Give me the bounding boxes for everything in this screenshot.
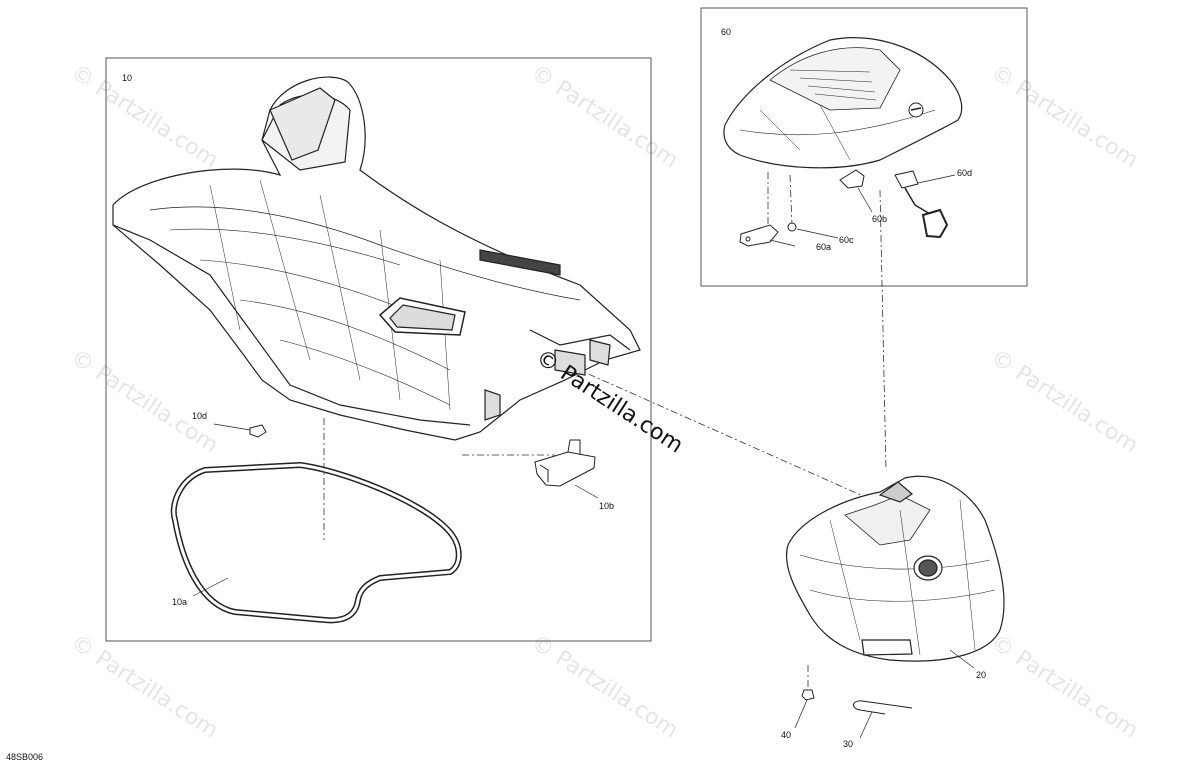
nut-60c-part xyxy=(787,222,839,239)
callout-60c: 60c xyxy=(839,235,854,245)
diagram-code: 48SB006 xyxy=(6,752,44,762)
gasket-10a-part xyxy=(170,461,462,624)
callout-10a: 10a xyxy=(172,597,188,607)
pin-30-part xyxy=(853,700,913,739)
callout-20: 20 xyxy=(976,670,987,680)
callout-60a: 60a xyxy=(816,242,832,252)
nut-40-part xyxy=(794,689,815,729)
storage-bin-part xyxy=(786,475,1005,669)
bracket-60b-part xyxy=(839,169,873,213)
callout-60b: 60b xyxy=(872,214,888,224)
callout-10d: 10d xyxy=(192,411,208,421)
callout-60: 60 xyxy=(721,27,732,37)
callout-10b: 10b xyxy=(599,501,615,511)
seat-assembly-frame xyxy=(105,57,652,642)
callout-40: 40 xyxy=(781,730,792,740)
plate-60a-part xyxy=(739,224,796,247)
callout-10: 10 xyxy=(122,73,133,83)
main-seat-part xyxy=(112,76,641,441)
key-60d-part xyxy=(894,170,956,239)
bracket-10b-part xyxy=(534,439,599,499)
callout-30: 30 xyxy=(843,739,854,749)
dash-leaders xyxy=(323,172,891,690)
passenger-seat-frame xyxy=(700,7,1028,287)
callout-60d: 60d xyxy=(957,168,973,178)
passenger-seat-part xyxy=(723,37,963,169)
clip-10d-part xyxy=(213,423,267,438)
